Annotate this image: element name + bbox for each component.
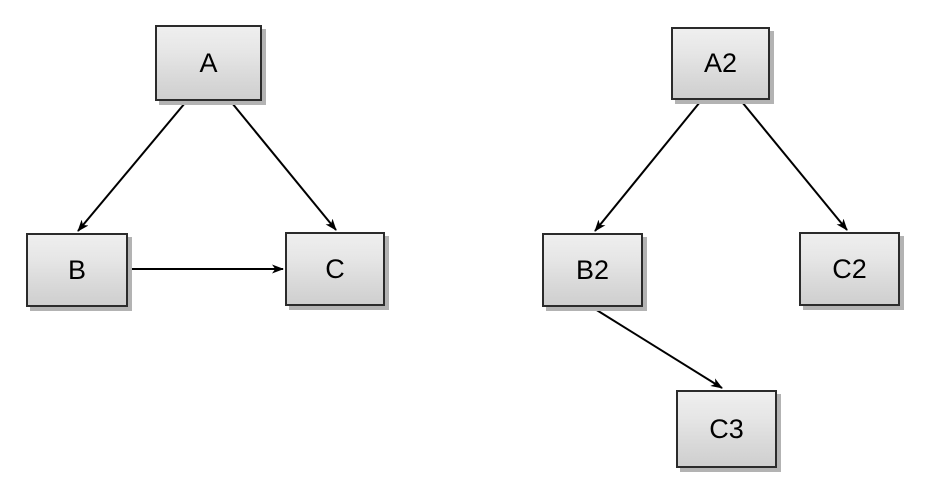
node-label: C3 [709,413,744,444]
node-a[interactable]: A [155,25,262,101]
node-c[interactable]: C [285,232,385,306]
node-a2[interactable]: A2 [671,27,770,100]
edge-a-to-c [231,102,337,231]
edge-a2-to-b2 [594,101,701,232]
edge-a-to-b [77,102,186,232]
edge-a2-to-c2 [741,101,848,231]
node-c3[interactable]: C3 [676,390,777,468]
node-b2[interactable]: B2 [542,233,643,307]
node-label: A [199,47,218,78]
node-label: C [325,253,345,284]
edge-b2-to-c3 [594,308,723,389]
node-c2[interactable]: C2 [799,232,900,306]
node-label: A2 [703,48,738,78]
node-label: C2 [832,253,867,284]
node-label: B2 [575,254,610,285]
node-b[interactable]: B [26,233,128,307]
node-label: B [67,254,86,285]
